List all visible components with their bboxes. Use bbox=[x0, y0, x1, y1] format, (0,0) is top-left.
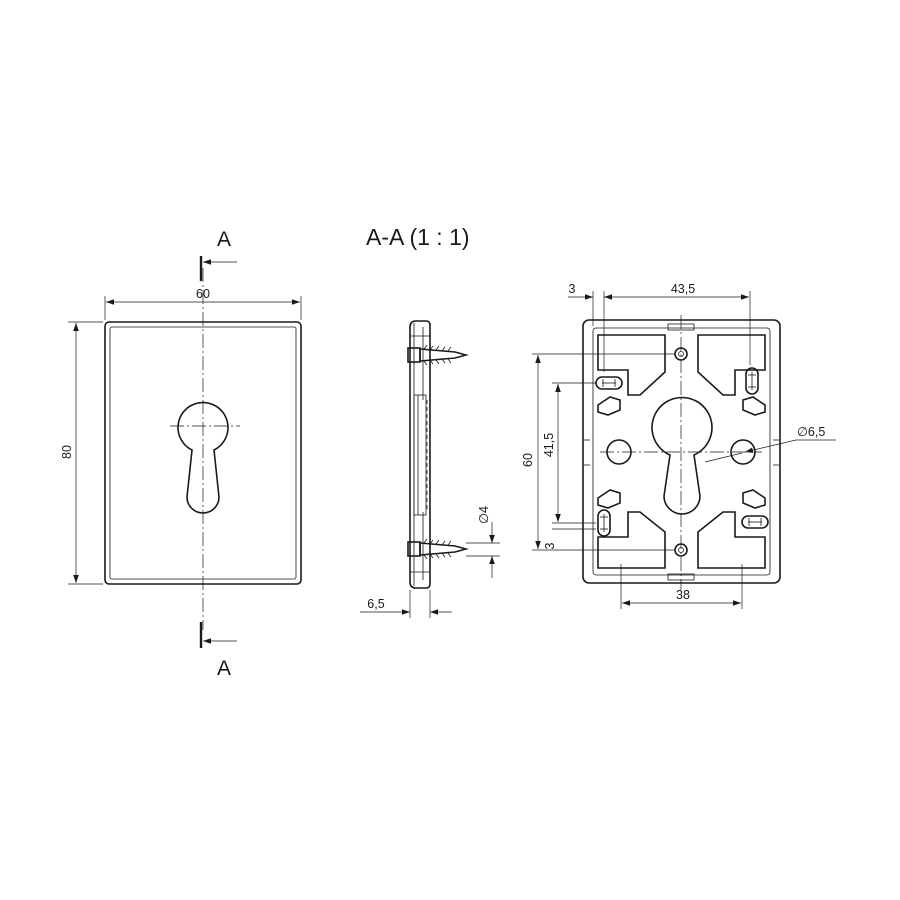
back-plate-outline bbox=[582, 319, 781, 584]
front-width-dim: 60 bbox=[196, 287, 210, 301]
back-plate-inner-rim bbox=[592, 327, 771, 576]
slot-hole-top-right bbox=[745, 367, 759, 395]
side-view: ∅4 6,5 bbox=[360, 320, 500, 618]
front-view: 60 80 A A bbox=[60, 228, 302, 680]
section-title: A-A (1 : 1) bbox=[366, 224, 470, 250]
rib-top-right bbox=[697, 334, 766, 396]
back-height-dim: 60 bbox=[521, 453, 535, 467]
keyhole-cutout bbox=[177, 401, 229, 514]
slot-hole-top-left bbox=[595, 376, 623, 390]
screw-diameter-dim: ∅4 bbox=[477, 506, 491, 524]
back-keyhole-boss bbox=[651, 396, 713, 515]
section-marker-bottom-label: A bbox=[217, 657, 231, 680]
rib-bottom-right bbox=[697, 511, 766, 569]
back-view: 3 43,5 60 41,5 3 ∅6,5 38 bbox=[521, 282, 836, 609]
section-marker-top-label: A bbox=[217, 228, 231, 251]
side-plate-outline bbox=[409, 320, 431, 589]
slot-hole-bottom-right bbox=[741, 515, 769, 529]
top-screw bbox=[407, 344, 470, 366]
hole-diameter-dim: ∅6,5 bbox=[797, 425, 825, 439]
hole-spacing-y-dim: 41,5 bbox=[542, 433, 556, 457]
rib-top-left bbox=[597, 334, 666, 396]
edge-offset-dim: 3 bbox=[569, 282, 576, 296]
bottom-offset-dim: 3 bbox=[543, 542, 557, 549]
slot-hole-bottom-left bbox=[597, 509, 611, 537]
hole-spacing-x-dim: 43,5 bbox=[671, 282, 695, 296]
thickness-dim: 6,5 bbox=[367, 597, 384, 611]
rib-bottom-left bbox=[597, 511, 666, 569]
bottom-screw bbox=[407, 538, 470, 560]
front-height-dim: 80 bbox=[60, 445, 74, 459]
bottom-width-dim: 38 bbox=[676, 588, 690, 602]
